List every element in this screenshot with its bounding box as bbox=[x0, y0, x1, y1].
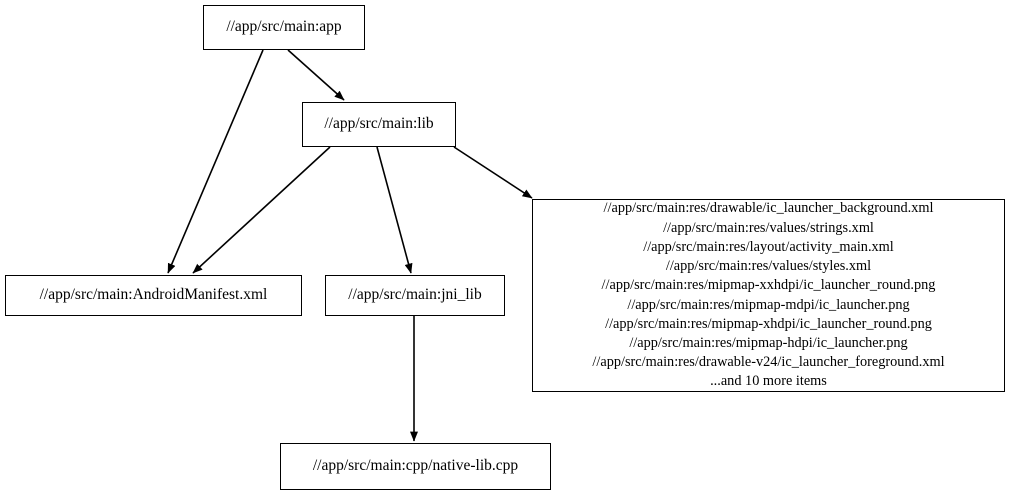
edge-app-to-lib bbox=[287, 49, 345, 101]
edge-app-to-manifest bbox=[167, 49, 264, 274]
edge-lib-to-resources bbox=[453, 146, 533, 199]
graph-node-android-manifest[interactable]: //app/src/main:AndroidManifest.xml bbox=[5, 275, 302, 316]
graph-node-lib-label: //app/src/main:lib bbox=[324, 115, 434, 133]
graph-node-lib[interactable]: //app/src/main:lib bbox=[302, 102, 456, 147]
graph-node-native-lib-cpp-label: //app/src/main:cpp/native-lib.cpp bbox=[312, 457, 519, 475]
graph-node-app-label: //app/src/main:app bbox=[226, 18, 342, 36]
graph-node-jni-lib[interactable]: //app/src/main:jni_lib bbox=[325, 275, 505, 316]
edge-lib-to-manifest bbox=[192, 146, 331, 274]
graph-node-resources-label: //app/src/main:res/drawable/ic_launcher_… bbox=[592, 200, 945, 390]
graph-node-app[interactable]: //app/src/main:app bbox=[203, 5, 365, 50]
graph-node-resources[interactable]: //app/src/main:res/drawable/ic_launcher_… bbox=[532, 199, 1005, 392]
graph-node-native-lib-cpp[interactable]: //app/src/main:cpp/native-lib.cpp bbox=[280, 443, 551, 490]
graph-node-jni-lib-label: //app/src/main:jni_lib bbox=[348, 286, 482, 304]
edge-lib-to-jni-lib bbox=[376, 146, 413, 274]
graph-node-android-manifest-label: //app/src/main:AndroidManifest.xml bbox=[39, 286, 268, 304]
